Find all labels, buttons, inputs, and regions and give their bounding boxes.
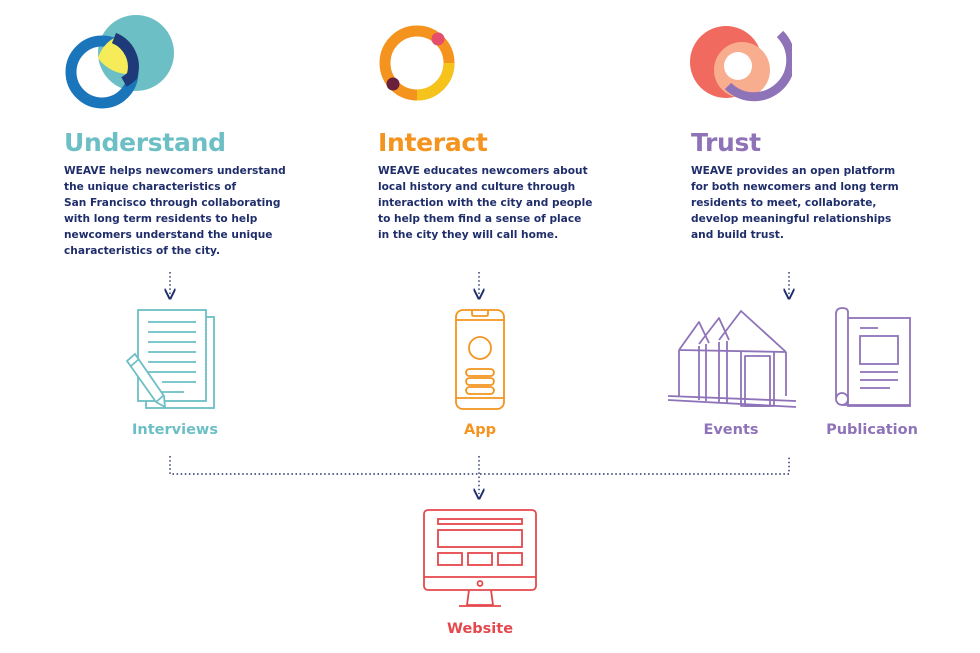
events-label: Events	[703, 422, 759, 438]
app-label: App	[464, 422, 496, 438]
trust-logo-icon	[690, 26, 792, 102]
interviews-label: Interviews	[132, 422, 218, 438]
outputs-merge-line	[169, 456, 790, 475]
interact-description: WEAVE educates newcomers about local his…	[378, 165, 593, 241]
interact-heading: Interact	[378, 128, 488, 157]
publication-icon	[835, 307, 911, 407]
smartphone-icon	[455, 309, 505, 410]
website-label: Website	[446, 621, 514, 637]
document-pen-icon	[125, 309, 215, 409]
publication-label: Publication	[826, 422, 918, 438]
monitor-icon	[423, 509, 537, 607]
understand-heading: Understand	[64, 128, 226, 157]
interact-logo-icon	[379, 25, 455, 101]
trust-heading: Trust	[691, 128, 761, 157]
building-icon	[667, 310, 797, 408]
understand-description: WEAVE helps newcomers understand the uni…	[64, 165, 286, 257]
understand-logo-icon	[65, 15, 174, 109]
trust-description: WEAVE provides an open platform for both…	[691, 165, 899, 241]
